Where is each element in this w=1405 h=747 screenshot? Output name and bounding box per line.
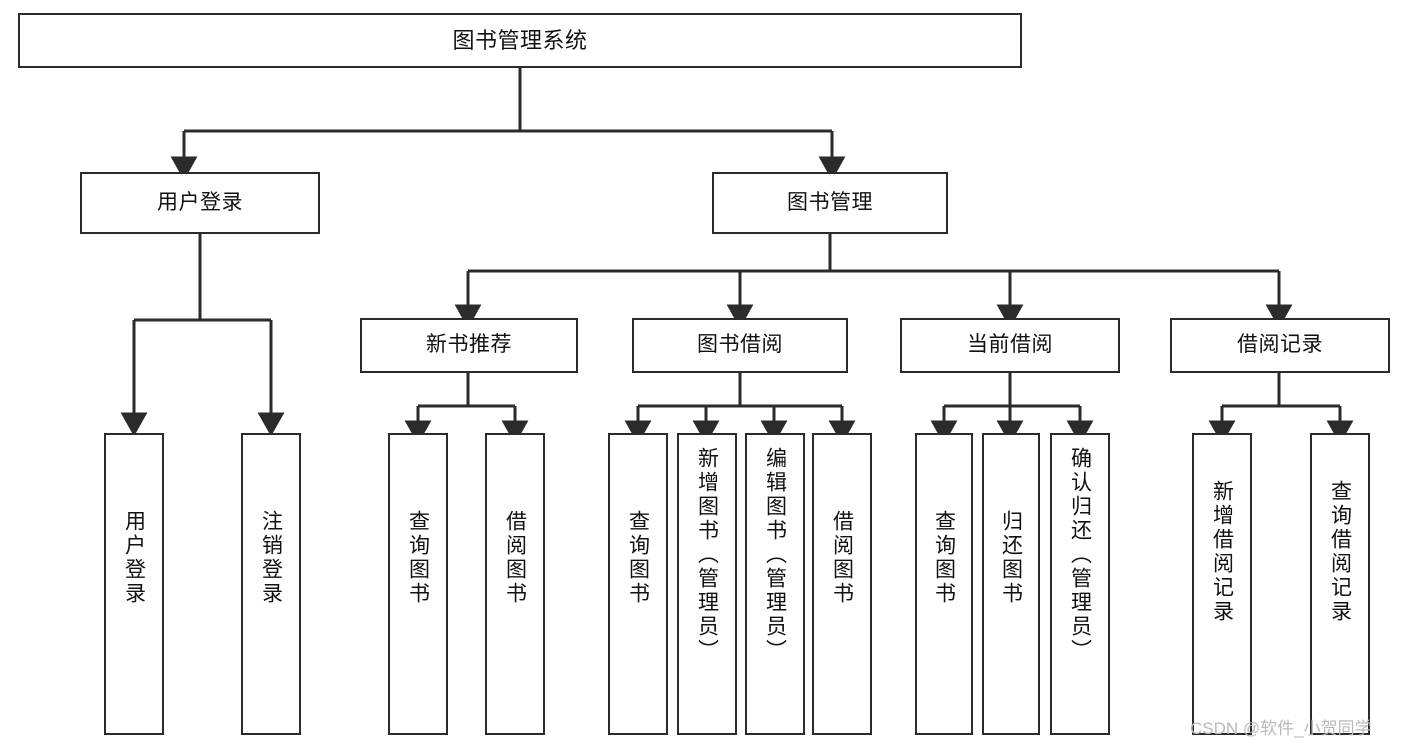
node-label: 借阅记录 bbox=[1237, 333, 1323, 357]
node-new-book-recommendation[interactable]: 新书推荐 bbox=[360, 318, 578, 373]
node-leaf-query-borrow-record[interactable]: 查询借阅记录 bbox=[1310, 433, 1370, 735]
node-label: 归还图书 bbox=[999, 510, 1023, 606]
node-label: 新增图书（管理员） bbox=[695, 447, 719, 663]
node-label: 新书推荐 bbox=[426, 333, 512, 357]
node-label: 确认归还（管理员） bbox=[1068, 447, 1092, 663]
node-leaf-return-book[interactable]: 归还图书 bbox=[982, 433, 1040, 735]
node-leaf-user-login[interactable]: 用户登录 bbox=[104, 433, 164, 735]
node-label: 编辑图书（管理员） bbox=[763, 447, 787, 663]
node-label: 用户登录 bbox=[122, 510, 146, 606]
node-label: 查询借阅记录 bbox=[1328, 480, 1352, 624]
csdn-watermark: CSDN @软件_小贺同学 bbox=[1190, 719, 1372, 738]
node-root-book-management-system[interactable]: 图书管理系统 bbox=[18, 13, 1022, 68]
node-leaf-borrow-book-2[interactable]: 借阅图书 bbox=[812, 433, 872, 735]
node-label: 借阅图书 bbox=[503, 510, 527, 606]
node-leaf-add-book-admin[interactable]: 新增图书（管理员） bbox=[677, 433, 737, 735]
node-label: 注销登录 bbox=[259, 510, 283, 606]
node-user-login[interactable]: 用户登录 bbox=[80, 172, 320, 234]
node-label: 图书借阅 bbox=[697, 333, 783, 357]
node-leaf-logout[interactable]: 注销登录 bbox=[241, 433, 301, 735]
node-label: 查询图书 bbox=[932, 510, 956, 606]
node-label: 查询图书 bbox=[626, 510, 650, 606]
node-leaf-confirm-return-admin[interactable]: 确认归还（管理员） bbox=[1050, 433, 1110, 735]
node-leaf-edit-book-admin[interactable]: 编辑图书（管理员） bbox=[745, 433, 805, 735]
node-label: 新增借阅记录 bbox=[1210, 480, 1234, 624]
node-leaf-query-book-2[interactable]: 查询图书 bbox=[608, 433, 668, 735]
node-label: 图书管理 bbox=[787, 190, 873, 214]
node-book-management[interactable]: 图书管理 bbox=[712, 172, 948, 234]
node-leaf-add-borrow-record[interactable]: 新增借阅记录 bbox=[1192, 433, 1252, 735]
node-label: 借阅图书 bbox=[830, 510, 854, 606]
node-current-borrowing[interactable]: 当前借阅 bbox=[900, 318, 1120, 373]
node-borrowing-record[interactable]: 借阅记录 bbox=[1170, 318, 1390, 373]
node-leaf-query-book-1[interactable]: 查询图书 bbox=[388, 433, 448, 735]
node-leaf-borrow-book-1[interactable]: 借阅图书 bbox=[485, 433, 545, 735]
node-label: 用户登录 bbox=[157, 190, 243, 214]
node-label: 图书管理系统 bbox=[452, 27, 588, 53]
node-leaf-query-book-3[interactable]: 查询图书 bbox=[915, 433, 973, 735]
node-label: 查询图书 bbox=[406, 510, 430, 606]
node-book-borrowing[interactable]: 图书借阅 bbox=[632, 318, 848, 373]
node-label: 当前借阅 bbox=[967, 333, 1053, 357]
